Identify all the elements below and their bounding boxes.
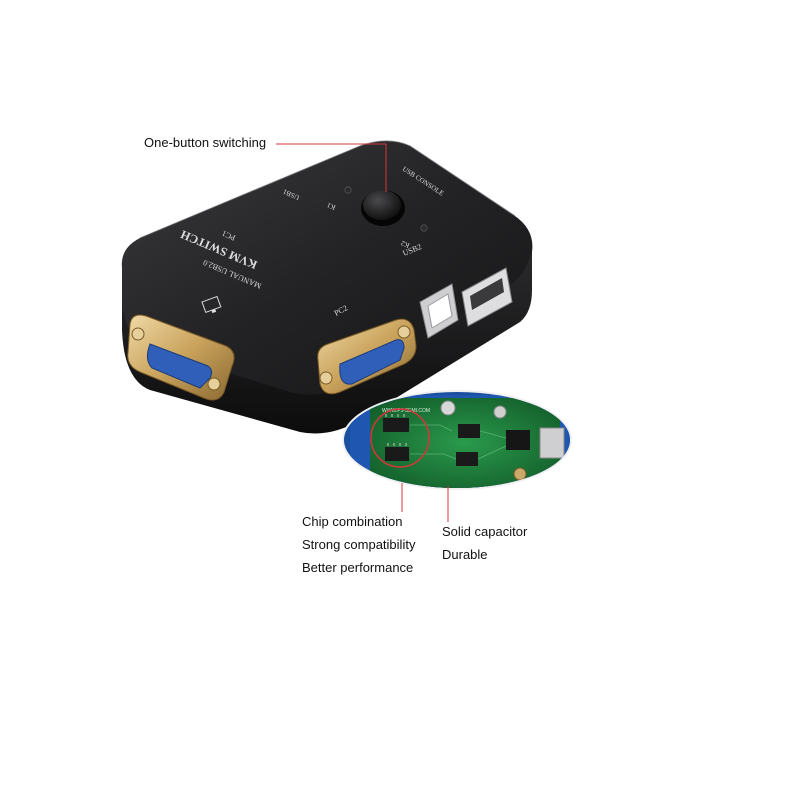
callout-durable: Durable (442, 547, 488, 562)
switch-button (361, 190, 405, 226)
monitor-icon (201, 295, 222, 314)
callout-one-button-switching: One-button switching (144, 135, 267, 150)
led-k1-icon (344, 186, 352, 194)
usb-a-port (461, 267, 513, 327)
vga-port-pc1 (127, 314, 235, 401)
usb-b-port (419, 283, 459, 339)
label-k1: K1 (325, 201, 336, 212)
callout-lines (276, 143, 449, 522)
pcb-text: WWW.PJ-SEMI.COM (382, 408, 430, 414)
callout-strong-compatibility: Strong compatibility (302, 537, 416, 552)
led-k2-icon (420, 224, 428, 232)
callout-better-performance: Better performance (302, 560, 414, 575)
pcb-detail: WWW.PJ-SEMI.COM (342, 390, 572, 490)
callout-solid-capacitor: Solid capacitor (442, 524, 528, 539)
callout-chip-combination: Chip combination (302, 514, 403, 529)
label-k2: K2 (399, 239, 410, 250)
vga-port-pc2 (317, 318, 417, 395)
